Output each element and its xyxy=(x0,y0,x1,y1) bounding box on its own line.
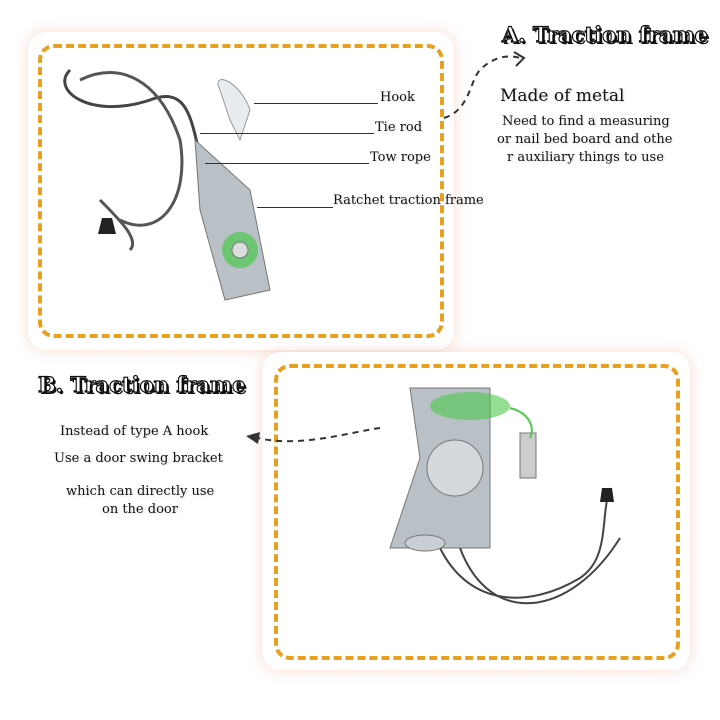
section-b-title: B. Traction frame xyxy=(37,371,246,397)
dashed-arrow-a xyxy=(443,51,526,119)
card-a-border xyxy=(38,44,444,338)
label-tie-rod: Tie rod xyxy=(375,120,423,135)
dashed-arrow-b xyxy=(246,427,381,444)
section-b-line-2: Use a door swing bracket xyxy=(54,451,223,466)
label-ratchet: Ratchet traction frame xyxy=(333,193,484,208)
section-a-desc-2: or nail bed board and othe xyxy=(497,132,673,147)
label-hook: Hook xyxy=(380,90,415,105)
section-a-title: A. Traction frame xyxy=(501,21,709,47)
card-b-border xyxy=(274,364,680,660)
section-b-line-4: on the door xyxy=(102,502,178,517)
section-b-line-3: which can directly use xyxy=(66,484,215,499)
traction-frame-a-image xyxy=(63,68,271,301)
label-tow-rope: Tow rope xyxy=(370,150,431,165)
traction-frame-b-image xyxy=(389,387,621,605)
section-a-desc-3: r auxiliary things to use xyxy=(507,150,664,165)
section-a-heading: Made of metal xyxy=(500,86,625,106)
section-a-desc-1: Need to find a measuring xyxy=(502,114,670,129)
section-b-line-1: Instead of type A hook xyxy=(60,424,209,439)
